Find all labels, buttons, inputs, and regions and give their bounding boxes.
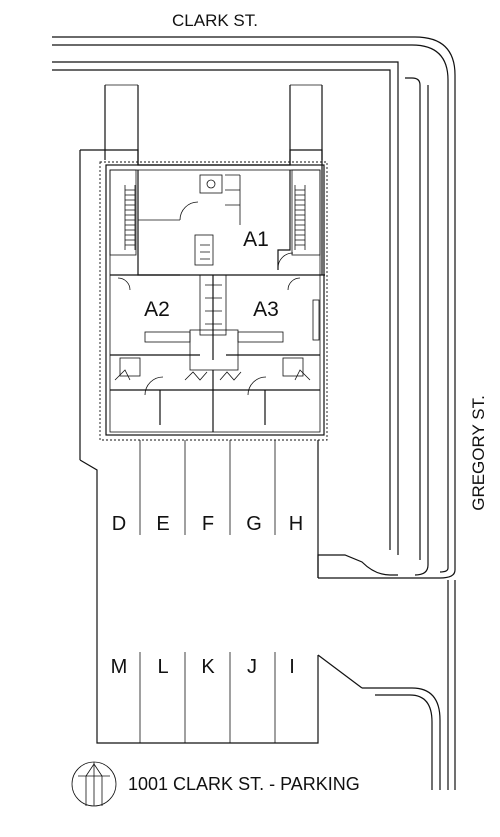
parking-space-label: I bbox=[289, 656, 295, 678]
parking-space-label: G bbox=[246, 513, 262, 535]
stair-right bbox=[294, 185, 306, 250]
parking-space-label: J bbox=[247, 656, 257, 678]
parking-space-label: D bbox=[112, 513, 126, 535]
clark-street-road bbox=[52, 36, 456, 579]
building-footprint bbox=[79, 149, 328, 460]
driveway-curb-upper bbox=[317, 554, 398, 578]
unit-label-a3: A3 bbox=[253, 298, 279, 321]
stair-left bbox=[124, 185, 136, 250]
unit-label-a2: A2 bbox=[144, 298, 170, 321]
parking-space-label: M bbox=[111, 656, 128, 678]
unit-label-a1: A1 bbox=[243, 228, 269, 251]
parking-space-label: K bbox=[201, 656, 215, 678]
north-arrow-icon bbox=[71, 761, 117, 807]
parking-space-label: L bbox=[157, 656, 168, 678]
driveway-curb-lower bbox=[317, 654, 363, 689]
parking-space-label: F bbox=[202, 513, 214, 535]
parking-space-label: E bbox=[156, 513, 169, 535]
gregory-street-road bbox=[362, 77, 456, 790]
parking-caption: 1001 CLARK ST. - PARKING bbox=[128, 774, 360, 794]
gregory-street-label: GREGORY ST. bbox=[469, 395, 488, 511]
parking-lot bbox=[79, 440, 319, 744]
clark-street-label: CLARK ST. bbox=[172, 11, 258, 30]
parking-space-label: H bbox=[289, 513, 303, 535]
